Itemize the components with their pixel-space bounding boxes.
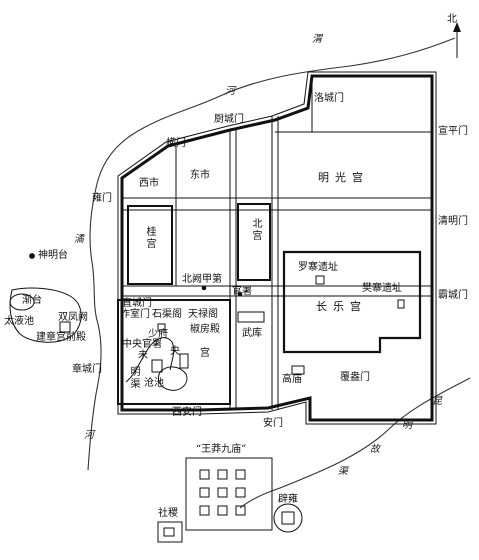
wei-river-path xyxy=(95,37,456,189)
wangmang-t7 xyxy=(199,505,210,516)
west-jiantai: 渐台 xyxy=(22,295,42,306)
weiyang-zhongyang: 中央官署 xyxy=(122,339,162,350)
south-wangmang: “王莽九庙” xyxy=(196,444,247,455)
weiyang-zuoshimen: 作室门 xyxy=(120,309,150,320)
kunming-canal-path xyxy=(239,377,471,509)
south-biyong: 辟雍 xyxy=(278,494,298,505)
wangmang-t1 xyxy=(199,469,210,480)
wangmang-outer xyxy=(185,457,273,531)
changle-palace-wall xyxy=(282,250,422,354)
north-arrow xyxy=(453,22,461,58)
district-fanzhai: 樊寨遗址 xyxy=(362,283,402,294)
gate-xuanping: 宣平门 xyxy=(438,126,468,137)
weiyang-jiaofang: 椒房殿 xyxy=(190,324,220,335)
gate-yong: 雍门 xyxy=(92,193,112,204)
wangmang-t6 xyxy=(235,487,246,498)
jiaofang-box xyxy=(179,353,189,369)
weiyang-cangchi: 沧池 xyxy=(144,378,164,389)
sheji-box xyxy=(157,521,183,543)
jue-river-path xyxy=(87,187,102,471)
river-jue-label: 潏 xyxy=(74,234,84,245)
river-he-bottom-label: 河 xyxy=(84,430,94,441)
river-ming-label: 明 xyxy=(402,420,412,431)
river-qu-label: 渠 xyxy=(338,466,348,477)
weiyang-gong: 宫 xyxy=(200,348,210,359)
wangmang-t8 xyxy=(217,505,228,516)
city-wall xyxy=(120,74,434,422)
district-beiquejiadi: 北阙甲第 xyxy=(182,274,222,285)
river-wei-label: 渭 xyxy=(312,34,322,45)
wall-dot xyxy=(201,285,207,291)
weiyang-yang: 央 xyxy=(170,346,180,357)
wangmang-t3 xyxy=(235,469,246,480)
shaofu-mark xyxy=(157,323,166,332)
district-bei: 北宫 xyxy=(250,218,261,242)
gate-chucheng: 厨城门 xyxy=(214,114,244,125)
district-gui: 桂宫 xyxy=(144,226,155,250)
district-wuku: 武库 xyxy=(242,328,262,339)
biyong-square xyxy=(281,511,295,525)
district-gaomiao: 高庙 xyxy=(282,374,302,385)
wuku-box xyxy=(237,311,265,323)
weiyang-palace-box xyxy=(117,299,231,405)
luozhai-mark xyxy=(315,275,325,285)
wangmang-t2 xyxy=(217,469,228,480)
weiyang-wei: 未 xyxy=(138,350,148,361)
gate-qingming: 清明门 xyxy=(438,216,468,227)
guanshu-dot xyxy=(237,291,243,297)
gaomiao-mark xyxy=(291,365,305,375)
west-jianzhang: 建章宫前殿 xyxy=(36,332,86,343)
gate-zhicheng: 直城门 xyxy=(122,298,152,309)
river-kun-label: 昆 xyxy=(432,396,442,407)
gate-luocheng: 洛城门 xyxy=(314,93,344,104)
fanzhai-mark xyxy=(397,299,405,309)
ming-canal xyxy=(125,337,175,383)
weiyang-mingqu: 明渠 xyxy=(128,366,139,390)
zhongyang-box xyxy=(151,359,163,373)
district-luozhai: 罗寨遗址 xyxy=(298,262,338,273)
gate-xian: 西安门 xyxy=(172,407,202,418)
district-guanshu: 官署 xyxy=(232,286,252,297)
shenmingtai-dot xyxy=(29,253,35,259)
jianzhang-enclosure xyxy=(9,287,82,343)
gate-bacheng: 霸城门 xyxy=(438,290,468,301)
weiyang-tianlu: 天禄阁 xyxy=(188,309,218,320)
weiyang-shaofu: 少府 xyxy=(148,329,168,340)
west-taiyechi: 太液池 xyxy=(4,316,34,327)
taiye-pond xyxy=(9,293,35,311)
wangmang-t5 xyxy=(217,487,228,498)
west-shuangfeng: 双凤阙 xyxy=(58,312,88,323)
gate-zhangcheng: 章城门 xyxy=(72,364,102,375)
district-dongshi: 东市 xyxy=(190,170,210,181)
jianzhang-hall-box xyxy=(59,321,71,333)
district-mingguang: 明光宫 xyxy=(318,171,369,184)
district-xishi: 西市 xyxy=(139,178,159,189)
river-he-top-label: 河 xyxy=(225,86,235,97)
sheji-inner xyxy=(163,527,175,537)
biyong-circle xyxy=(273,503,303,533)
north-label: 北 xyxy=(447,14,457,25)
river-gu-label: 故 xyxy=(370,444,380,455)
city-wall-inner xyxy=(117,71,437,425)
gui-palace-box xyxy=(127,205,173,285)
wangmang-t4 xyxy=(199,487,210,498)
weiyang-shiqu: 石渠阁 xyxy=(152,309,182,320)
gate-an: 安门 xyxy=(263,418,283,429)
gate-fuang: 覆盎门 xyxy=(340,372,370,383)
wangmang-t9 xyxy=(235,505,246,516)
district-changle: 长乐宫 xyxy=(316,300,367,313)
west-shenmingtai: 神明台 xyxy=(38,250,68,261)
gate-heng: 横门 xyxy=(166,138,186,149)
cang-pond xyxy=(157,366,188,391)
north-palace-box xyxy=(237,203,271,281)
south-sheji: 社稷 xyxy=(158,508,178,519)
